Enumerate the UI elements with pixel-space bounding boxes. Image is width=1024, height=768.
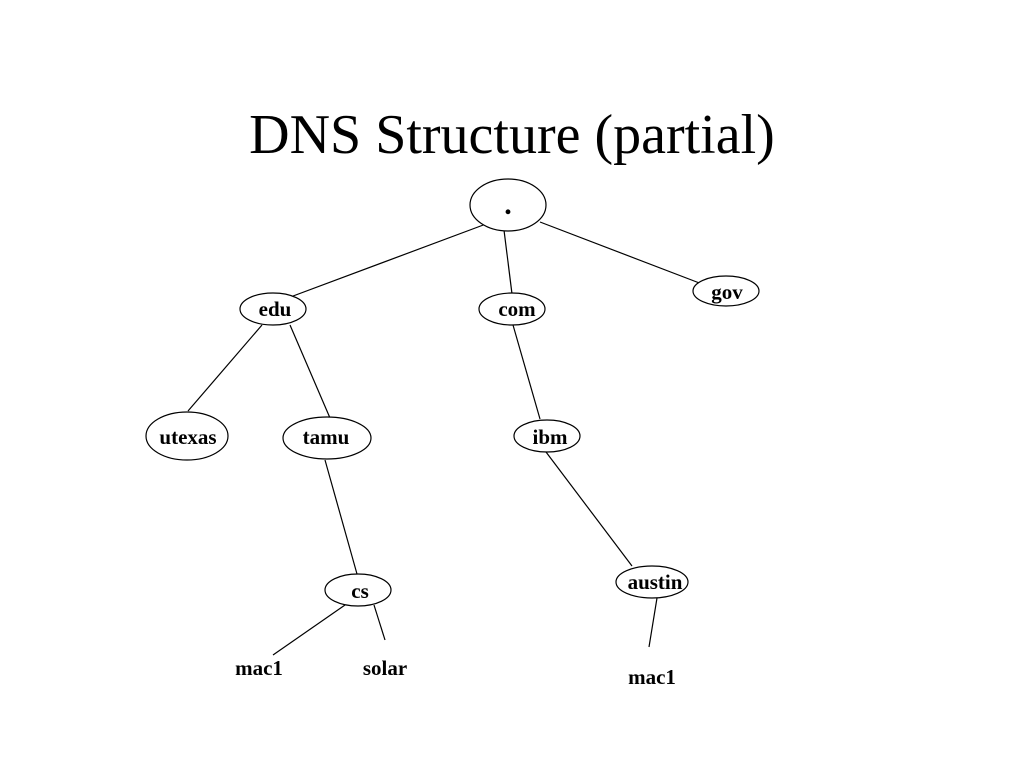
node-cs-ellipse [324, 573, 392, 607]
edge-edu-utexas [187, 324, 263, 412]
node-cs: cs [324, 573, 392, 607]
node-edu-label: edu [259, 297, 292, 321]
edge-cs-solar [373, 604, 386, 641]
edge-com-ibm [512, 324, 541, 420]
node-gov: gov [692, 275, 760, 307]
edge-edu-tamu [289, 324, 331, 419]
node-com-ellipse [478, 292, 546, 326]
node-gov-ellipse [692, 275, 760, 307]
edge-root-edu [276, 223, 487, 303]
slide-title: DNS Structure (partial) [249, 104, 775, 166]
edge-root-com [503, 229, 513, 295]
edge-austin-mac1 [648, 597, 658, 648]
node-com: com [478, 292, 546, 326]
leaf-solar-label: solar [363, 656, 407, 680]
node-root-ellipse [469, 178, 547, 232]
node-austin-ellipse [615, 565, 689, 599]
leaf-austin-mac1-label: mac1 [628, 665, 676, 689]
node-ibm-label: ibm [532, 425, 568, 449]
edge-tamu-cs [324, 459, 358, 575]
node-root-label: . [504, 188, 512, 221]
node-cs-label: cs [351, 579, 369, 603]
node-root: . [469, 178, 547, 232]
node-utexas: utexas [145, 411, 229, 461]
node-austin-label: austin [628, 570, 683, 594]
node-com-label: com [498, 297, 536, 321]
node-utexas-ellipse [145, 411, 229, 461]
node-gov-label: gov [711, 280, 743, 304]
node-tamu-ellipse [282, 416, 372, 460]
edge-root-gov [539, 221, 703, 285]
node-edu-ellipse [239, 292, 307, 326]
node-utexas-label: utexas [159, 425, 216, 449]
node-tamu-label: tamu [303, 425, 350, 449]
edge-ibm-austin [545, 451, 633, 567]
node-ibm-ellipse [513, 419, 581, 453]
node-tamu: tamu [282, 416, 372, 460]
node-austin: austin [615, 565, 689, 599]
node-ibm: ibm [513, 419, 581, 453]
node-edu: edu [239, 292, 307, 326]
leaf-cs-mac1-label: mac1 [235, 656, 283, 680]
edge-cs-mac1 [272, 604, 346, 656]
